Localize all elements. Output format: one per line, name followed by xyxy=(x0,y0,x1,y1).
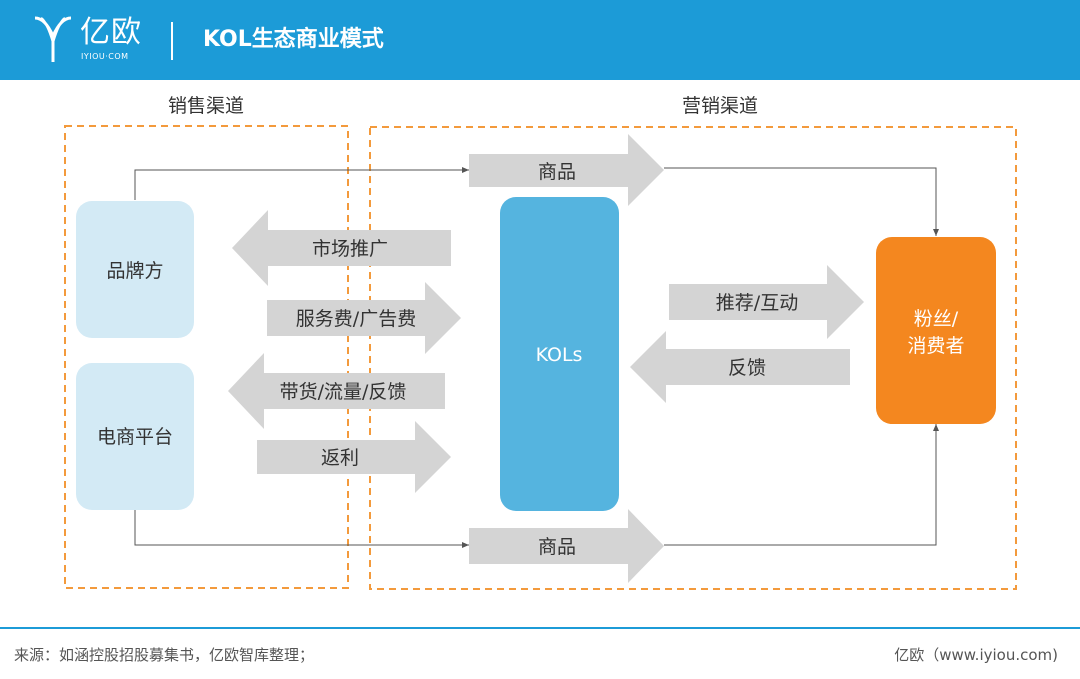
marketing-channel-label: 营销渠道 xyxy=(682,95,758,117)
ecommerce-node xyxy=(76,363,194,510)
brand-to-goods-line xyxy=(134,167,469,200)
goods-label-top: 商品 xyxy=(538,161,576,183)
header-bar: 亿欧 IYIOU·COM KOL生态商业模式 xyxy=(0,0,1080,80)
feedback-label: 反馈 xyxy=(728,357,766,379)
fans-label-line1: 粉丝/ xyxy=(914,308,959,330)
brand-node xyxy=(76,201,194,338)
service-fee-label: 服务费/广告费 xyxy=(296,308,416,330)
marketing-channel-box xyxy=(369,126,1017,590)
rebate-label: 返利 xyxy=(321,447,359,469)
market-promo-label: 市场推广 xyxy=(312,238,388,260)
sales-traffic-arrow xyxy=(228,353,445,429)
rebate-arrow xyxy=(257,421,451,493)
ecommerce-label: 电商平台 xyxy=(97,426,173,448)
goods-arrow-bottom xyxy=(469,509,664,583)
sales-channel-box xyxy=(64,125,349,589)
feedback-arrow xyxy=(630,331,850,403)
ecommerce-to-goods-line xyxy=(134,510,469,548)
fans-node xyxy=(876,237,996,424)
footer-divider xyxy=(0,627,1080,629)
recommend-arrow xyxy=(669,265,864,339)
logo-subtext: IYIOU·COM xyxy=(81,52,129,61)
sales-channel-label: 销售渠道 xyxy=(168,95,244,117)
brand-label: 品牌方 xyxy=(106,260,163,282)
kols-label: KOLs xyxy=(536,344,583,366)
market-promo-arrow xyxy=(232,210,451,286)
footer-brand: 亿欧（www.iyiou.com) xyxy=(894,646,1058,664)
sales-traffic-label: 带货/流量/反馈 xyxy=(280,381,407,403)
goods-arrow-top xyxy=(469,134,664,206)
service-fee-arrow xyxy=(267,282,461,354)
header-divider xyxy=(171,22,173,60)
goods-to-fans-line-top xyxy=(664,167,939,236)
goods-to-fans-line-bottom xyxy=(664,424,939,546)
goods-label-bottom: 商品 xyxy=(538,536,576,558)
logo-text: 亿欧 xyxy=(80,15,142,50)
recommend-label: 推荐/互动 xyxy=(716,292,798,314)
page-title: KOL生态商业模式 xyxy=(203,27,384,52)
fans-label-line2: 消费者 xyxy=(907,335,964,357)
yiou-logo-icon xyxy=(34,16,72,62)
kols-node xyxy=(500,197,619,511)
source-note: 来源：如涵控股招股募集书，亿欧智库整理； xyxy=(14,646,315,664)
